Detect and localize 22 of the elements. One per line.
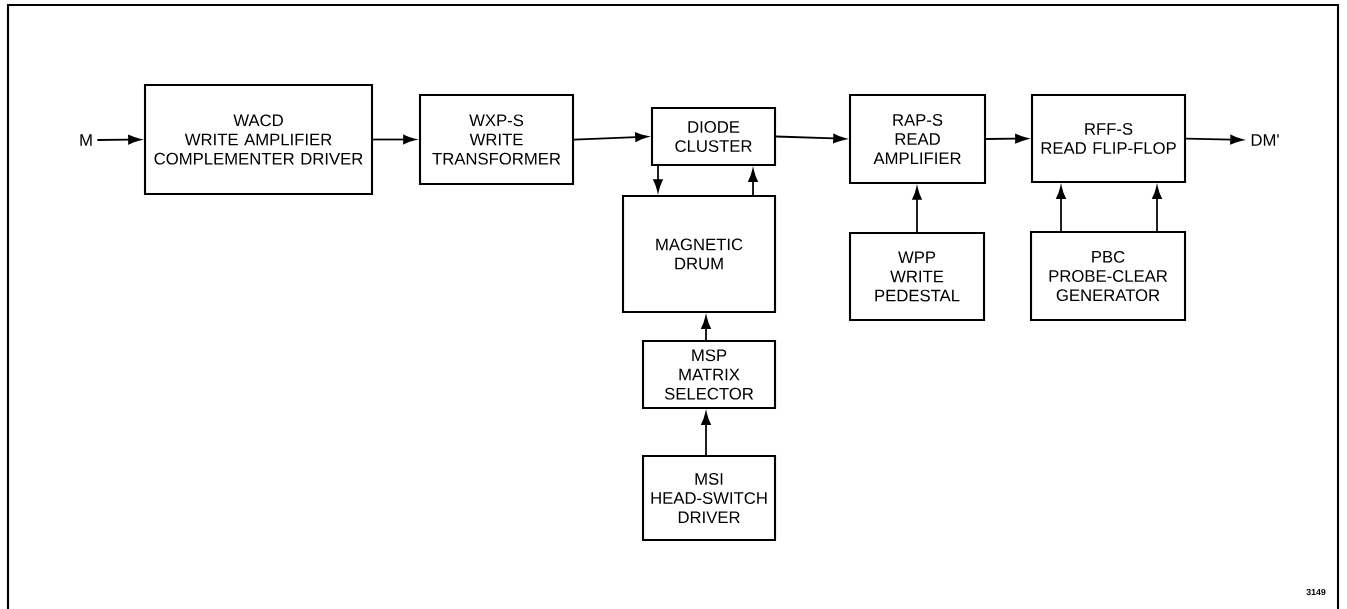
block-box: PBC PROBE-CLEAR GENERATOR (1029, 230, 1187, 322)
arrow (1185, 134, 1243, 145)
block-box: RFF-S READ FLIP-FLOP (1030, 93, 1187, 184)
arrow (912, 187, 922, 233)
block-box: WPP WRITE PEDESTAL (848, 231, 986, 322)
figure-number: 3149 (1306, 588, 1326, 596)
block-box: MAGNETIC DRUM (621, 194, 777, 314)
signal-label: DM' (1251, 134, 1279, 146)
arrow (748, 169, 758, 196)
signal-label: M (80, 134, 92, 146)
arrow (1152, 186, 1162, 232)
arrow (1056, 186, 1066, 232)
block-box: WXP-S WRITE TRANSFORMER (418, 93, 575, 186)
arrow (701, 316, 711, 341)
block-box: WACD WRITE AMPLIFIER COMPLEMENTER DRIVER (143, 83, 374, 196)
block-box: MSI HEAD-SWITCH DRIVER (641, 454, 777, 542)
arrow (701, 412, 711, 456)
arrow (775, 133, 846, 144)
block-box: DIODE CLUSTER (650, 106, 777, 167)
block-box: MSP MATRIX SELECTOR (641, 339, 777, 410)
arrow (653, 165, 663, 192)
block-box: RAP-S READ AMPLIFIER (848, 93, 987, 185)
